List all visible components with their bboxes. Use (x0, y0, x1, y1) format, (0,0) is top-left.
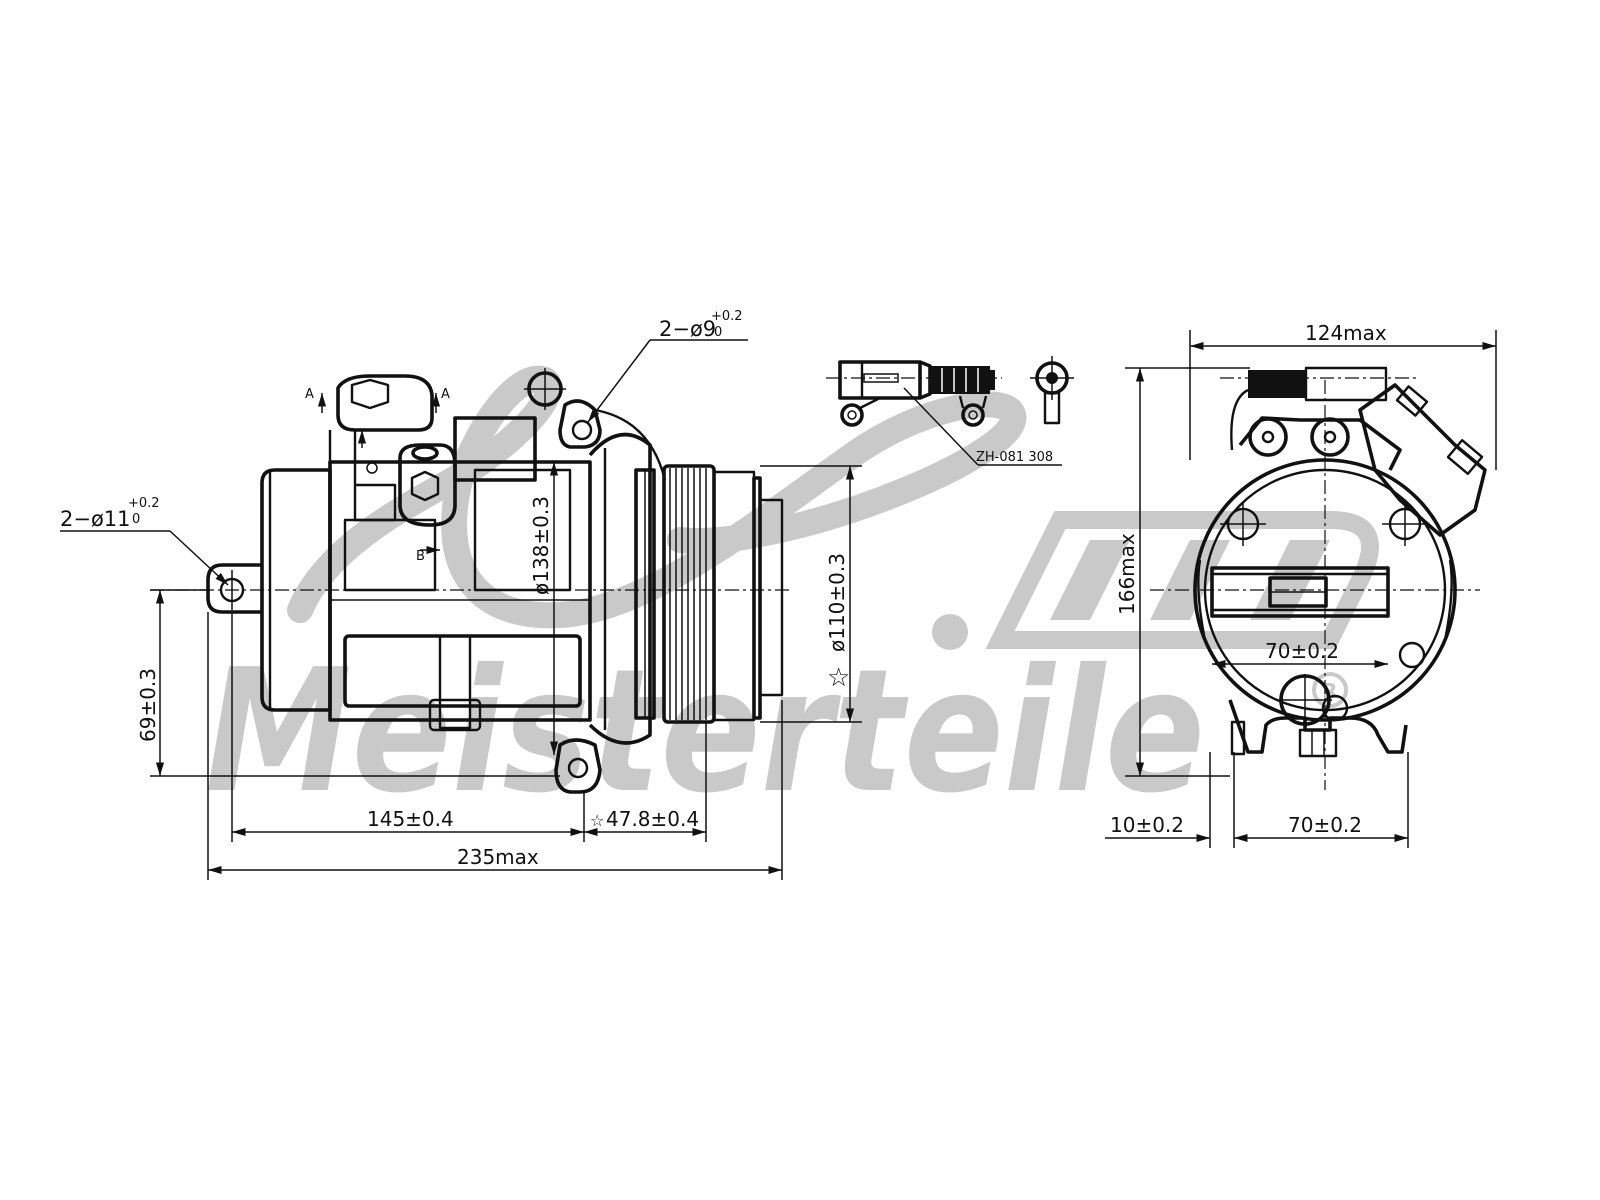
dim-mount-hole-left-tol-lower: 0 (132, 512, 140, 527)
dim-body-diameter: ø138±0.3 (529, 496, 553, 595)
dim-base-offset: 10±0.2 (1110, 813, 1184, 837)
top-mount-hole (571, 419, 593, 441)
dim-mount-spacing: 145±0.4 (367, 807, 454, 831)
section-marker-a-right: A (441, 387, 450, 402)
dim-mount-hole-left: 2−ø11 (60, 507, 131, 531)
dim-mount-hole-left-tol-upper: +0.2 (128, 496, 160, 511)
front-port-right (1310, 417, 1350, 457)
discharge-fitting (398, 443, 457, 527)
watermark-dot (932, 614, 968, 650)
dim-inner-width: 70±0.2 (1265, 639, 1339, 663)
connector-part-number: ZH-081 308 (976, 450, 1053, 465)
dim-overall-length: 235max (457, 845, 539, 869)
bottom-mount-lug (554, 738, 602, 794)
dim-overall-height: 166max (1115, 533, 1139, 615)
dim-pulley-diameter: ø110±0.3 (825, 553, 849, 652)
pulley-offset-marker: ☆ (590, 811, 604, 830)
dim-mount-hole-top: 2−ø9 (659, 317, 716, 341)
dim-base-width: 70±0.2 (1288, 813, 1362, 837)
front-body-outer (1193, 458, 1457, 722)
pulley (662, 464, 784, 724)
dim-mount-hole-top-tol-lower: 0 (714, 325, 722, 340)
connector-detail: ZH-081 308 (826, 356, 1074, 466)
connector-boot (930, 366, 995, 394)
watermark-swoosh (287, 365, 1027, 629)
suction-fitting (336, 374, 434, 432)
dim-overall-width: 124max (1305, 321, 1387, 345)
side-view: A A B (60, 309, 862, 880)
watermark-brand-text: Meisterteile (205, 633, 1205, 831)
section-marker-a-left: A (305, 387, 314, 402)
left-mount-ear (206, 563, 262, 614)
bottom-mount-hole (567, 757, 589, 779)
section-marker-b: B (416, 549, 425, 564)
watermark-badge (985, 511, 1379, 649)
front-side-block (1358, 383, 1487, 537)
front-port-left (1248, 417, 1288, 457)
front-view: 124max 166max 70±0.2 10±0.2 70±0.2 (1105, 321, 1497, 848)
pulley-marker-star: ☆ (827, 663, 850, 693)
dim-mount-hole-top-tol-upper: +0.2 (711, 309, 743, 324)
dim-mount-height: 69±0.3 (136, 668, 160, 742)
dim-pulley-offset: 47.8±0.4 (606, 807, 699, 831)
